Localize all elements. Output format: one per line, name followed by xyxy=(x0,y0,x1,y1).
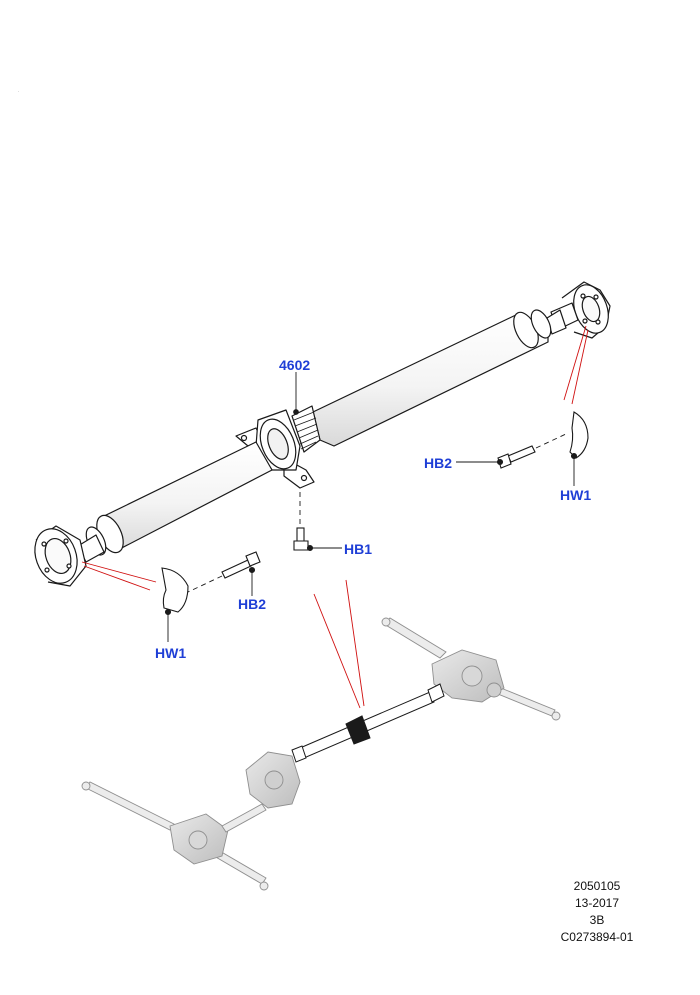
front-tube xyxy=(99,441,273,553)
svg-text:.: . xyxy=(18,88,19,94)
label-hb2-right: HB2 xyxy=(424,455,453,471)
reference-code: 2050105 xyxy=(573,879,621,893)
front-flange-left xyxy=(34,525,87,587)
reference-illustration-id: C0273894-01 xyxy=(560,930,634,944)
centre-bearing xyxy=(235,405,321,489)
label-hb1: HB1 xyxy=(344,541,373,557)
vehicle-driveline-overview xyxy=(81,617,561,891)
callout-leaders xyxy=(164,372,578,642)
red-leaders xyxy=(81,325,589,709)
driveshaft-in-vehicle xyxy=(291,683,445,763)
bolt-hb1 xyxy=(293,492,309,551)
label-part-4602: 4602 xyxy=(279,357,311,373)
bolt-hb2-left xyxy=(187,551,261,593)
shield-hw1-right xyxy=(569,411,589,459)
reference-block: 2050105 13-2017 3B C0273894-01 xyxy=(552,878,642,946)
label-hb2-left: HB2 xyxy=(238,596,267,612)
rear-flange-right xyxy=(546,281,611,339)
reference-date: 13-2017 xyxy=(574,896,620,910)
label-hw1-right: HW1 xyxy=(560,487,592,503)
reference-variant: 3B xyxy=(589,913,605,927)
label-hw1-left: HW1 xyxy=(155,645,187,661)
bolt-hb2-right xyxy=(497,433,567,469)
fasteners xyxy=(161,411,589,613)
driveshaft-assembly xyxy=(34,281,611,587)
shield-hw1-left xyxy=(161,567,189,613)
rear-tube xyxy=(312,312,549,447)
